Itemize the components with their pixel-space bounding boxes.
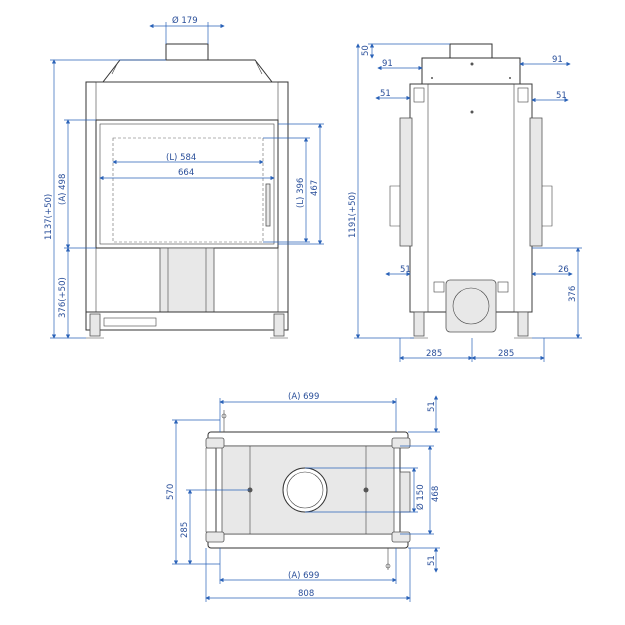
side-half-width-left-label: 285 bbox=[426, 349, 442, 359]
top-front-frame bbox=[207, 431, 409, 447]
top-total-width-label: 808 bbox=[298, 589, 314, 599]
front-foot-left bbox=[89, 313, 101, 337]
top-inner-depth-label: 468 bbox=[431, 486, 441, 502]
front-opening-width-label: 664 bbox=[178, 168, 194, 178]
front-flue-diameter-label: Ø 179 bbox=[172, 15, 198, 26]
front-pedestal bbox=[159, 247, 215, 313]
side-door-left bbox=[399, 117, 413, 247]
side-total-height-label: 1191(+50) bbox=[348, 192, 358, 238]
side-door-right bbox=[529, 117, 543, 247]
side-foot-left bbox=[413, 311, 425, 337]
front-flue-collar bbox=[165, 43, 209, 61]
side-left-top-label: 51 bbox=[380, 89, 391, 99]
side-flue-left-label: 91 bbox=[382, 59, 393, 69]
side-left-bottom-label: 51 bbox=[400, 265, 411, 275]
top-half-depth-label: 285 bbox=[180, 522, 190, 538]
front-base-height-label: 376(+50) bbox=[58, 277, 68, 318]
top-width-a-top-label: (A) 699 bbox=[288, 392, 319, 402]
side-foot-right bbox=[517, 311, 529, 337]
top-view: (A) 699 51 570 285 Ø 150 468 51 (A) 699 bbox=[166, 392, 441, 602]
front-frame-height-label: 467 bbox=[310, 180, 320, 196]
side-right-bottom-label: 26 bbox=[558, 265, 569, 275]
top-flue-circle bbox=[282, 467, 328, 513]
side-right-top-label: 51 bbox=[556, 91, 567, 101]
front-base bbox=[85, 311, 289, 331]
side-flue-right-label: 91 bbox=[552, 55, 563, 65]
top-side-door bbox=[399, 471, 411, 513]
front-glass bbox=[112, 137, 264, 243]
side-flue-collar bbox=[449, 43, 493, 59]
top-rear-frame bbox=[207, 533, 409, 549]
front-hood bbox=[101, 59, 274, 83]
front-glass-height-l-label: (L) 396 bbox=[296, 178, 306, 208]
front-glass-width-l-label: (L) 584 bbox=[166, 153, 196, 163]
top-flue-diameter-label: Ø 150 bbox=[415, 484, 426, 510]
side-body bbox=[409, 83, 533, 313]
front-total-height-label: 1137(+50) bbox=[44, 194, 54, 240]
top-offset-bottom-label: 51 bbox=[427, 555, 437, 566]
front-glass-height-a-label: (A) 498 bbox=[58, 174, 68, 205]
side-top-offset-label: 50 bbox=[361, 45, 371, 56]
top-depth-label: 570 bbox=[166, 484, 176, 500]
side-view: 50 91 91 51 51 1191(+50) 51 26 376 bbox=[348, 43, 582, 362]
front-door-handle bbox=[265, 183, 271, 227]
side-half-width-right-label: 285 bbox=[498, 349, 514, 359]
top-width-a-bottom-label: (A) 699 bbox=[288, 571, 319, 581]
top-offset-top-label: 51 bbox=[427, 401, 437, 412]
side-top-box bbox=[421, 57, 521, 85]
front-view: Ø 179 1137(+50) (A) 498 376(+50) (L) 584… bbox=[44, 15, 324, 339]
front-door-frame bbox=[95, 119, 279, 249]
side-base-height-label: 376 bbox=[568, 286, 578, 302]
front-foot-right bbox=[273, 313, 285, 337]
